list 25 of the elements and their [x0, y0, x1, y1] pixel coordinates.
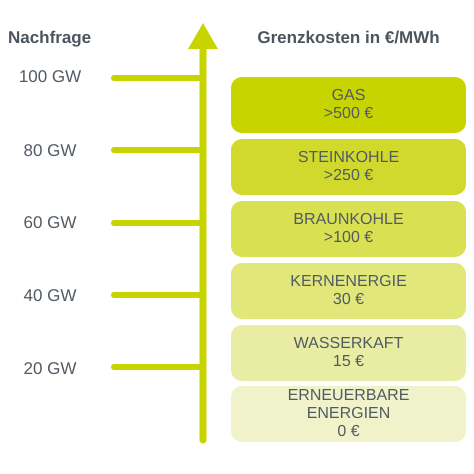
energy-source-name: KERNENERGIE	[290, 273, 407, 291]
cost-tier-box	[231, 77, 466, 133]
marginal-cost-value: 30 €	[332, 291, 364, 309]
marginal-cost-value: >250 €	[324, 167, 374, 185]
cost-tier-box	[231, 263, 466, 319]
axis-tick-label: 100 GW	[18, 67, 82, 87]
energy-source-name: WASSERKAFT	[294, 335, 404, 353]
cost-tier-box	[231, 201, 466, 257]
axis-tick-label: 60 GW	[22, 213, 78, 233]
marginal-cost-value: 15 €	[332, 353, 364, 371]
energy-source-name: BRAUNKOHLE	[293, 211, 404, 229]
column-heading: Nachfrage	[8, 28, 92, 48]
axis-tick-label: 80 GW	[22, 141, 78, 161]
axis-tick-label: 20 GW	[22, 359, 78, 379]
energy-source-name: STEINKOHLE	[298, 149, 400, 167]
cost-tier-box	[231, 386, 466, 442]
energy-source-name: GAS	[332, 87, 366, 105]
axis-tick-label: 40 GW	[22, 286, 78, 306]
marginal-cost-value: >100 €	[324, 229, 374, 247]
marginal-cost-value: >500 €	[324, 105, 374, 123]
column-heading: Grenzkosten in €/MWh	[256, 28, 441, 48]
energy-source-name: ERNEUERBARE ENERGIEN	[286, 387, 410, 423]
cost-tier-box	[231, 325, 466, 381]
marginal-cost-value: 0 €	[337, 423, 360, 441]
cost-tier-box	[231, 139, 466, 195]
